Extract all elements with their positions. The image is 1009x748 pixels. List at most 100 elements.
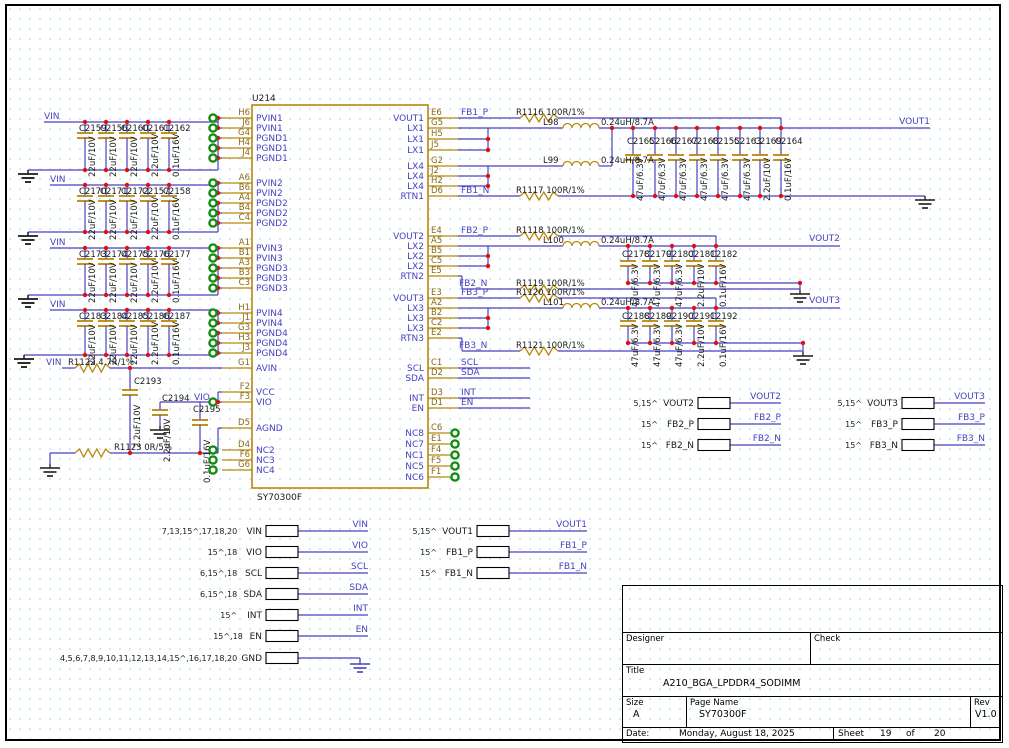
pin-number-H2: H2 (431, 176, 443, 186)
port-FB2_N[interactable] (697, 438, 731, 452)
pin-name-PGND1: PGND1 (256, 134, 288, 144)
pin-number-H6: H6 (238, 108, 250, 118)
inductor-L99[interactable] (562, 160, 600, 167)
resistor-R1122[interactable] (74, 362, 111, 374)
capacitor-x[interactable] (122, 368, 138, 453)
pin-name-PVIN1: PVIN1 (256, 124, 283, 134)
label-fb2-p: FB2_P (461, 226, 489, 236)
capacitor-C2168[interactable] (689, 128, 705, 196)
cap-value-C2187: 0.1uF/16V (172, 322, 182, 365)
capacitor-C2164[interactable] (773, 128, 789, 196)
capacitor-C2163[interactable] (732, 128, 748, 196)
capacitor-C2158[interactable] (161, 185, 177, 232)
capacitor-C2189[interactable] (642, 308, 658, 343)
junction-dot (124, 229, 130, 235)
port-SDA[interactable] (265, 587, 299, 601)
port-FB1_P[interactable] (476, 545, 510, 559)
capacitor-C2173[interactable] (77, 248, 93, 295)
junction-dot (124, 182, 130, 188)
resistor-R1117[interactable] (519, 190, 559, 202)
net-label-FB1_N: FB1_N (559, 562, 587, 572)
junction-dot (166, 229, 172, 235)
capacitor-C2165[interactable] (625, 128, 641, 196)
via-donut-icon (208, 328, 218, 338)
capacitor-C2160[interactable] (119, 122, 135, 170)
port-SCL[interactable] (265, 566, 299, 580)
pin-number-H1: H1 (238, 303, 250, 313)
cap-ref-C2187: C2187 (163, 312, 191, 322)
component-layer[interactable] (14, 104, 935, 673)
capacitor-C2181[interactable] (686, 246, 702, 283)
capacitor-C2166[interactable] (647, 128, 663, 196)
capacitor-C2184[interactable] (98, 310, 114, 355)
label-int: INT (461, 388, 476, 398)
inductor-L100[interactable] (562, 240, 600, 247)
capacitor-C2182[interactable] (708, 246, 724, 283)
inductor-L101[interactable] (562, 302, 600, 309)
cap-ref-C2161: C2161 (142, 124, 170, 134)
capacitor-C2183[interactable] (77, 310, 93, 355)
label-vin: VIN (50, 238, 66, 248)
port-VIO[interactable] (265, 545, 299, 559)
junction-dot (694, 193, 700, 199)
port-VOUT3[interactable] (901, 396, 935, 410)
pin-name-PVIN4: PVIN4 (256, 319, 283, 329)
capacitor-C2162[interactable] (161, 122, 177, 170)
resistor-R1120[interactable] (519, 292, 559, 304)
ic-body[interactable] (251, 104, 429, 489)
junction-dot (166, 167, 172, 173)
via-donut-icon (208, 348, 218, 358)
port-VOUT1[interactable] (476, 524, 510, 538)
port-FB1_N[interactable] (476, 566, 510, 580)
capacitor-C2156[interactable] (98, 122, 114, 170)
resistor-R1121[interactable] (519, 345, 559, 357)
pin-name-VCC: VCC (256, 388, 275, 398)
capacitor-x[interactable] (152, 402, 168, 428)
pin-name-PGND4: PGND4 (256, 339, 288, 349)
resistor-R1119[interactable] (519, 283, 559, 295)
capacitor-C2157[interactable] (140, 185, 156, 232)
pin-name-PVIN4: PVIN4 (256, 309, 283, 319)
via-donut-icon (208, 113, 218, 123)
resistor-R1123[interactable] (74, 447, 111, 459)
capacitor-C2178[interactable] (620, 246, 636, 283)
pin-number-B6: B6 (239, 183, 250, 193)
capacitor-x[interactable] (192, 402, 208, 453)
pin-name-NC1: NC1 (405, 451, 424, 461)
capacitor-C2172[interactable] (119, 185, 135, 232)
port-VIN[interactable] (265, 524, 299, 538)
capacitor-C2170[interactable] (77, 185, 93, 232)
cap-value-C2173: 22uF/10V (88, 262, 98, 303)
cap-ref-C2162: C2162 (163, 124, 191, 134)
capacitor-C2179[interactable] (642, 246, 658, 283)
capacitor-C2187[interactable] (161, 310, 177, 355)
wire-layer[interactable] (24, 117, 985, 662)
port-FB3_N[interactable] (901, 438, 935, 452)
net-label-FB2_N: FB2_N (753, 434, 781, 444)
junction-dot (647, 280, 653, 286)
pin-name-PVIN3: PVIN3 (256, 254, 283, 264)
capacitor-C2185[interactable] (119, 310, 135, 355)
junction-dot (103, 182, 109, 188)
port-INT[interactable] (265, 608, 299, 622)
junction-dot (485, 263, 491, 269)
resistor-R1118[interactable] (519, 230, 559, 242)
capacitor-C2180[interactable] (664, 246, 680, 283)
capacitor-C2190[interactable] (664, 308, 680, 343)
ground-icon (790, 290, 810, 303)
resistor-R1116[interactable] (519, 112, 559, 124)
port-EN[interactable] (265, 629, 299, 643)
port-VOUT2[interactable] (697, 396, 731, 410)
capacitor-C2169[interactable] (752, 128, 768, 196)
port-name-FB2_P: FB2_P (667, 420, 695, 430)
capacitor-C2155[interactable] (710, 128, 726, 196)
capacitor-C2167[interactable] (668, 128, 684, 196)
junction-dot (103, 245, 109, 251)
inductor-L98[interactable] (562, 122, 600, 129)
port-FB2_P[interactable] (697, 417, 731, 431)
port-GND[interactable] (265, 651, 299, 665)
port-name-VIN: VIN (246, 527, 262, 537)
capacitor-C2171[interactable] (98, 185, 114, 232)
via-donut-icon (450, 461, 460, 471)
port-FB3_P[interactable] (901, 417, 935, 431)
